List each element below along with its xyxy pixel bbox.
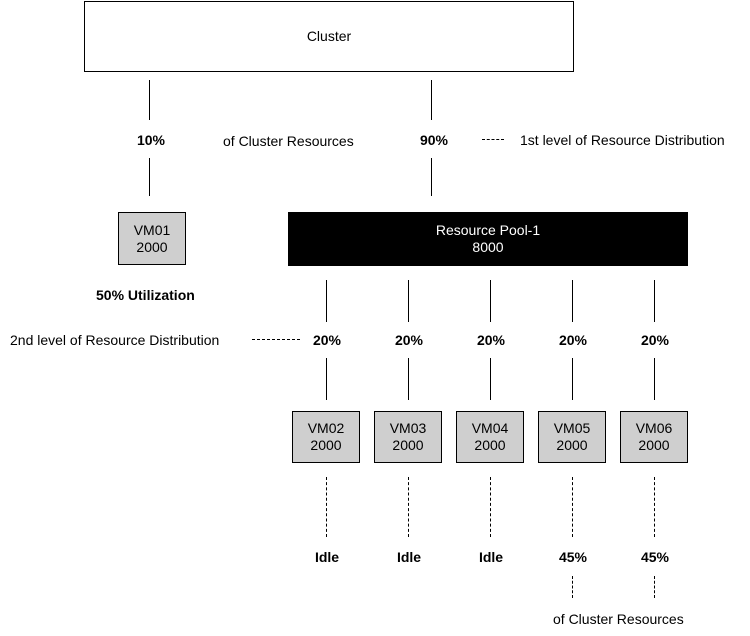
vm04-value: 2000 (474, 437, 506, 453)
vm01-box: VM01 2000 (118, 212, 186, 265)
cluster-box: Cluster (84, 1, 574, 72)
level1-legend-dash (482, 139, 504, 140)
vm02-status: Idle (314, 549, 340, 565)
vm04-box: VM04 2000 (456, 411, 524, 463)
vm06-status: 45% (640, 549, 670, 565)
level2-legend-label: 2nd level of Resource Distribution (10, 332, 220, 348)
vm03-share: 20% (394, 332, 424, 348)
vm05-name: VM05 (553, 420, 591, 437)
connector-pool-vm06-bottom (654, 358, 655, 400)
vm04-status: Idle (478, 549, 504, 565)
level1-legend-label: 1st level of Resource Distribution (520, 132, 725, 148)
vm06-status-connector (654, 477, 655, 537)
vm05-value: 2000 (556, 437, 588, 453)
vm04-name: VM04 (471, 420, 509, 437)
cluster-resources-label: of Cluster Resources (223, 133, 354, 149)
vm02-box: VM02 2000 (292, 411, 360, 463)
resource-pool-value: 8000 (472, 239, 504, 255)
connector-pool-vm02-bottom (326, 358, 327, 400)
cluster-label: Cluster (306, 28, 352, 45)
connector-pool-vm04-bottom (490, 358, 491, 400)
vm01-value: 2000 (136, 238, 168, 255)
connector-pool-vm05-bottom (572, 358, 573, 400)
connector-cluster-pool-bottom (431, 158, 432, 196)
vm02-status-connector (326, 477, 327, 537)
level2-legend-dash (252, 339, 300, 340)
vm05-share: 20% (558, 332, 588, 348)
vm03-status-connector (408, 477, 409, 537)
resource-pool-box: Resource Pool-1 8000 (288, 212, 688, 266)
vm05-status: 45% (558, 549, 588, 565)
vm06-footer-connector (654, 576, 655, 598)
connector-pool-vm05-top (572, 280, 573, 322)
vm01-share-label: 10% (136, 132, 166, 148)
vm02-value: 2000 (310, 437, 342, 453)
vm03-box: VM03 2000 (374, 411, 442, 463)
vm01-name: VM01 (133, 221, 171, 238)
vm06-value: 2000 (638, 437, 670, 453)
vm06-share: 20% (640, 332, 670, 348)
footer-cluster-resources-label: of Cluster Resources (553, 611, 684, 627)
connector-cluster-pool-top (431, 80, 432, 120)
vm03-name: VM03 (389, 420, 427, 437)
vm02-share: 20% (312, 332, 342, 348)
vm05-status-connector (572, 477, 573, 537)
vm06-name: VM06 (635, 420, 673, 437)
vm03-status: Idle (396, 549, 422, 565)
vm04-status-connector (490, 477, 491, 537)
vm01-utilization: 50% Utilization (96, 287, 195, 303)
connector-cluster-vm01-top (149, 80, 150, 120)
connector-pool-vm06-top (654, 280, 655, 322)
vm05-footer-connector (572, 576, 573, 598)
vm05-box: VM05 2000 (538, 411, 606, 463)
vm02-name: VM02 (307, 420, 345, 437)
connector-pool-vm04-top (490, 280, 491, 322)
vm03-value: 2000 (392, 437, 424, 453)
vm04-share: 20% (476, 332, 506, 348)
vm06-box: VM06 2000 (620, 411, 688, 463)
connector-pool-vm03-top (408, 280, 409, 322)
resource-pool-name: Resource Pool-1 (435, 222, 541, 239)
connector-pool-vm02-top (326, 280, 327, 322)
connector-cluster-vm01-bottom (149, 158, 150, 196)
connector-pool-vm03-bottom (408, 358, 409, 400)
pool-share-label: 90% (419, 132, 449, 148)
